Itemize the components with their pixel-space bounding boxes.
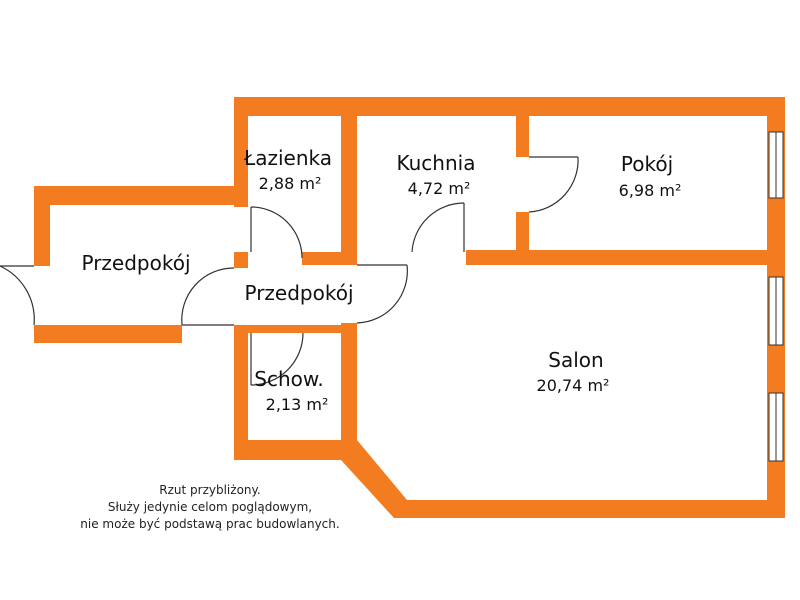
wall-bath-kitchen [341, 97, 357, 265]
room-area-salon: 20,74 m² [537, 376, 610, 395]
walls [34, 97, 785, 518]
window-pokoj [768, 131, 784, 199]
disclaimer-line-2: Służy jedynie celom poglądowym, [107, 500, 313, 514]
window-salon-1 [768, 276, 784, 346]
wall-hall-top-left [234, 252, 248, 268]
door-salon [356, 264, 408, 324]
wall-kitchen-room-bottom [516, 212, 529, 265]
wall-schowek-bottom [234, 440, 357, 460]
wall-top [234, 97, 785, 116]
room-name-przedpokoj-center: Przedpokój [244, 281, 353, 305]
wall-bottom [394, 500, 785, 518]
disclaimer-note: Rzut przybliżony. Służy jedynie celom po… [70, 482, 350, 533]
wall-schowek-right [341, 323, 357, 460]
wall-hall-bottom [234, 325, 357, 333]
door-storage [250, 332, 304, 386]
disclaimer-line-3: nie może być podstawą prac budowlanych. [80, 517, 340, 531]
wall-entry-bottom [34, 325, 182, 343]
room-area-kuchnia: 4,72 m² [408, 179, 471, 198]
room-area-lazienka: 2,88 m² [259, 174, 322, 193]
room-labels: Łazienka 2,88 m² Kuchnia 4,72 m² Pokój 6… [81, 146, 681, 414]
wall-entry-left-bottom [34, 325, 50, 343]
wall-diagonal [341, 440, 407, 518]
room-name-pokoj: Pokój [621, 152, 673, 176]
wall-schowek-left [234, 330, 248, 460]
disclaimer-line-1: Rzut przybliżony. [159, 483, 261, 497]
room-name-kuchnia: Kuchnia [397, 151, 476, 175]
wall-kitchen-room-top [516, 97, 529, 157]
door-kitchen [411, 202, 465, 253]
door-hall-left [181, 267, 235, 326]
room-name-salon: Salon [548, 348, 603, 372]
windows [768, 131, 784, 462]
room-area-pokoj: 6,98 m² [619, 181, 682, 200]
door-bathroom [250, 206, 303, 259]
wall-entry-left-top [34, 186, 50, 266]
door-pokoj [528, 156, 579, 213]
window-salon-2 [768, 392, 784, 462]
wall-kitchen-salon [466, 250, 785, 265]
room-name-schowek: Schow. [254, 367, 323, 391]
wall-kitchen-bottom [341, 252, 357, 265]
wall-entry-top [34, 186, 248, 205]
room-area-schowek: 2,13 m² [266, 395, 329, 414]
room-name-lazienka: Łazienka [243, 146, 332, 170]
wall-upper-left [234, 97, 248, 207]
doors [0, 156, 579, 386]
door-entrance [0, 265, 50, 326]
room-name-przedpokoj-left: Przedpokój [81, 251, 190, 275]
